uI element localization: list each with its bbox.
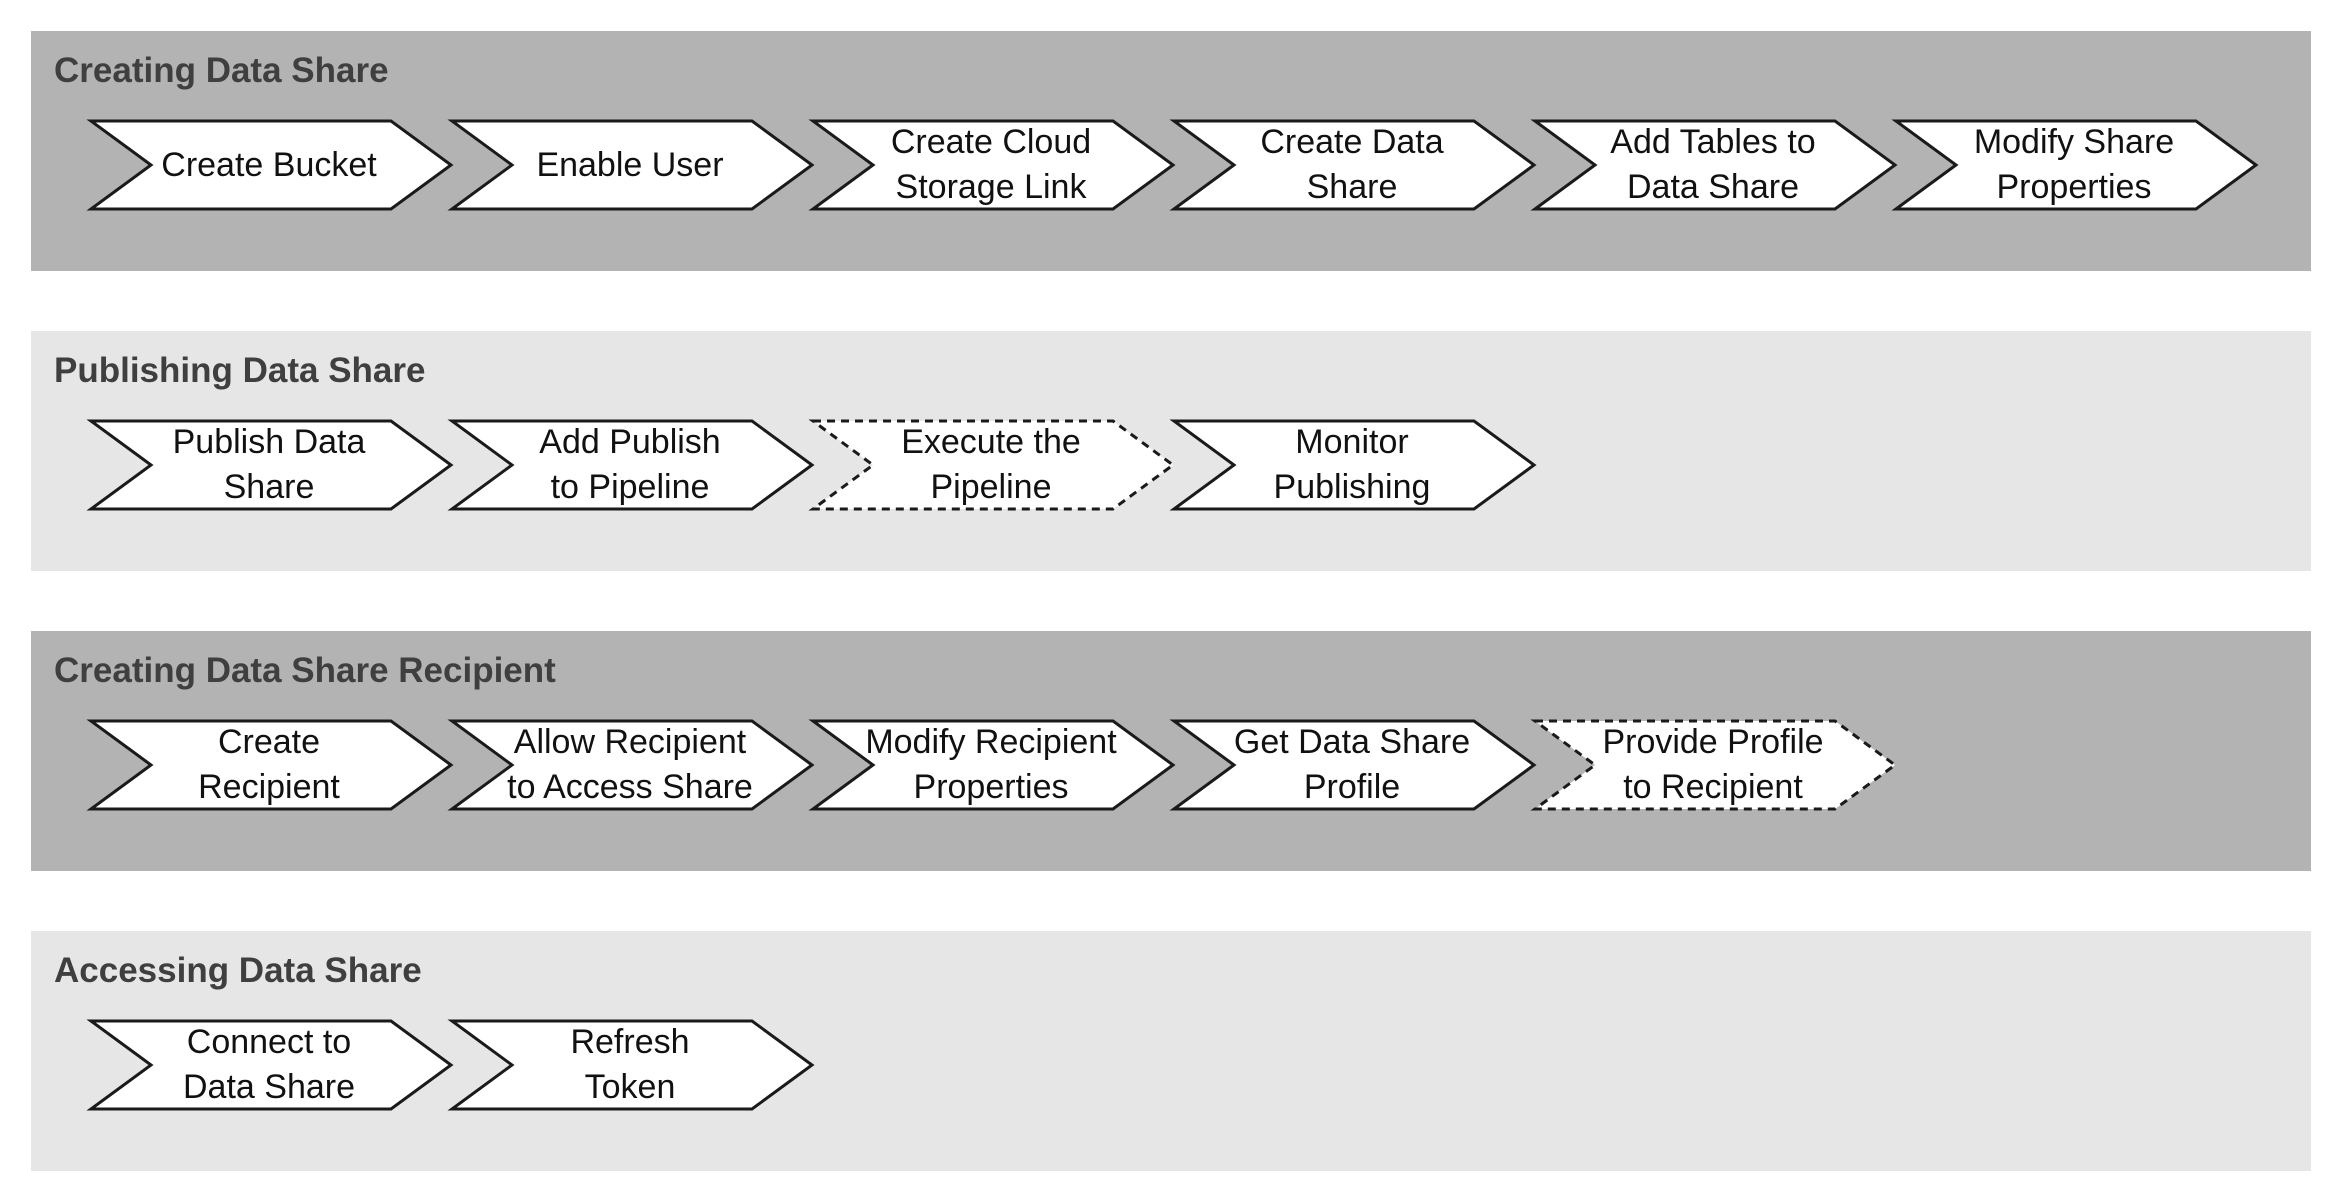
process-step: Publish Data Share [86,419,454,511]
step-label: Add Publish to Pipeline [539,423,721,506]
section-title: Creating Data Share Recipient [54,651,556,690]
chevron-outline [86,719,454,811]
process-step: Refresh Token [447,1019,815,1111]
chevron-shape [808,119,1176,211]
chevron-outline [1169,719,1537,811]
process-step: Modify Share Properties [1891,119,2259,211]
process-step: Provide Profile to Recipient [1530,719,1898,811]
process-step: Enable User [447,119,815,211]
chevron-shape [1169,119,1537,211]
chevron-outline [1891,119,2259,211]
step-label: Execute the Pipeline [901,423,1081,506]
step-label: Modify Share Properties [1973,123,2175,206]
step-label: Add Tables to Data Share [1610,123,1816,206]
chevron-shape [1530,119,1898,211]
step-label: Create Cloud Storage Link [890,123,1092,206]
chevron-outline [447,119,815,211]
chevron-outline [1169,119,1537,211]
chevron-shape [447,419,815,511]
step-label: Enable User [536,145,724,184]
process-step: Add Publish to Pipeline [447,419,815,511]
step-label: Create Bucket [161,145,377,184]
process-step: Add Tables to Data Share [1530,119,1898,211]
chevron-shape [447,119,815,211]
chevron-shape [86,719,454,811]
chevron-shape [86,419,454,511]
step-label: Modify Recipient Properties [865,723,1117,806]
chevron-outline [1169,419,1537,511]
chevron-shape [1169,719,1537,811]
process-step: Get Data Share Profile [1169,719,1537,811]
process-step: Connect to Data Share [86,1019,454,1111]
step-label: Create Recipient [198,723,340,806]
section-title: Creating Data Share [54,51,389,90]
section-title: Accessing Data Share [54,951,422,990]
chevron-shape [86,119,454,211]
chevron-shape [1891,119,2259,211]
chevron-outline [1530,719,1898,811]
chevron-outline [447,1019,815,1111]
section-title: Publishing Data Share [54,351,426,390]
dashed-chevron-shape [1530,719,1898,811]
process-step: Create Cloud Storage Link [808,119,1176,211]
process-step: Monitor Publishing [1169,419,1537,511]
step-label: Provide Profile to Recipient [1602,723,1824,806]
chevron-shape [808,719,1176,811]
chevron-outline [86,1019,454,1111]
dashed-chevron-shape [808,419,1176,511]
step-label: Publish Data Share [172,423,366,506]
chevron-shape [447,719,815,811]
step-label: Allow Recipient to Access Share [507,723,753,806]
process-step: Modify Recipient Properties [808,719,1176,811]
chevron-shape [86,1019,454,1111]
chevron-outline [86,119,454,211]
chevron-outline [808,119,1176,211]
process-step: Create Recipient [86,719,454,811]
process-step: Create Bucket [86,119,454,211]
step-label: Monitor Publishing [1273,423,1431,506]
chevron-outline [808,719,1176,811]
step-label: Get Data Share Profile [1233,723,1471,806]
process-step: Allow Recipient to Access Share [447,719,815,811]
step-label: Connect to Data Share [183,1023,355,1106]
chevron-shape [447,1019,815,1111]
process-step: Create Data Share [1169,119,1537,211]
chevron-outline [447,419,815,511]
chevron-shape [1169,419,1537,511]
chevron-outline [808,419,1176,511]
step-label: Create Data Share [1260,123,1444,206]
chevron-outline [1530,119,1898,211]
process-step: Execute the Pipeline [808,419,1176,511]
step-label: Refresh Token [570,1023,690,1106]
chevron-outline [86,419,454,511]
chevron-outline [447,719,815,811]
